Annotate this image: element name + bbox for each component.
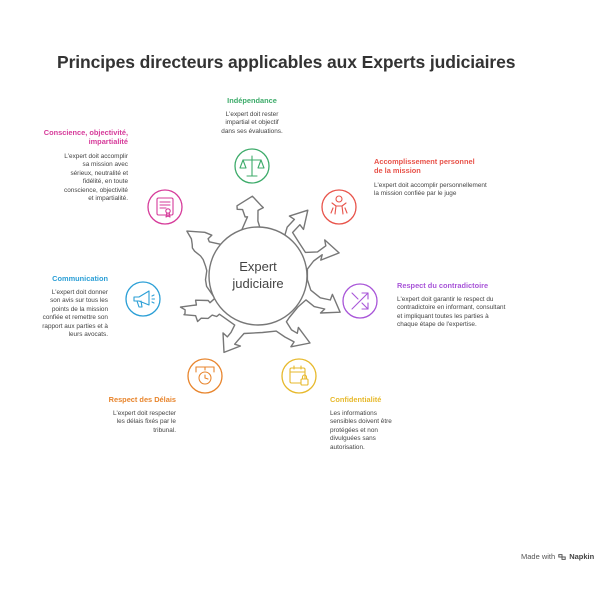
footer-credit: Made with Napkin	[521, 552, 594, 561]
node-communication	[125, 281, 161, 317]
brand-name: Napkin	[569, 552, 595, 561]
calendar-lock-icon	[289, 365, 309, 386]
label-communication: Communication	[52, 274, 108, 283]
hub-circle	[208, 226, 308, 326]
node-delais	[187, 358, 223, 394]
balance-scale-icon	[239, 155, 265, 177]
label-conscience: Conscience, objectivité, impartialité	[43, 128, 128, 147]
desc-confidentialite: Les informations sensibles doivent être …	[330, 410, 392, 451]
central-hub: Expert judiciaire	[179, 195, 341, 354]
timer-icon	[195, 366, 215, 385]
desc-communication: L'expert doit donner son avis sur tous l…	[42, 289, 108, 339]
label-contradictoire: Respect du contradictoire	[397, 281, 489, 290]
desc-delais: L'expert doit respecter les délais fixés…	[112, 410, 176, 434]
label-accomplissement: Accomplissement personnel de la mission	[374, 157, 475, 176]
label-delais: Respect des Délais	[108, 395, 176, 404]
hub-label-line2: judiciaire	[231, 276, 283, 291]
label-independance: Indépendance	[227, 96, 277, 105]
desc-conscience: L'expert doit accomplir sa mission avec …	[64, 153, 128, 203]
page-title: Principes directeurs applicables aux Exp…	[57, 52, 516, 72]
desc-independance: L'expert doit rester impartial et object…	[221, 111, 283, 135]
desc-contradictoire: L'expert doit garantir le respect du con…	[397, 296, 506, 329]
node-confidentialite	[281, 358, 317, 394]
desc-accomplissement: L'expert doit accomplir personnellement …	[374, 182, 487, 198]
certificate-icon	[156, 197, 174, 218]
node-independance	[234, 148, 270, 184]
made-with-text: Made with	[521, 552, 556, 561]
label-confidentialite: Confidentialité	[330, 395, 382, 404]
node-conscience	[147, 189, 183, 225]
megaphone-icon	[133, 290, 156, 308]
node-contradictoire	[342, 283, 378, 319]
napkin-logo-icon	[558, 553, 566, 560]
crossed-arrows-icon	[351, 292, 369, 310]
hub-label-line1: Expert	[239, 259, 277, 274]
person-icon	[330, 195, 348, 215]
node-accomplissement	[321, 189, 357, 225]
